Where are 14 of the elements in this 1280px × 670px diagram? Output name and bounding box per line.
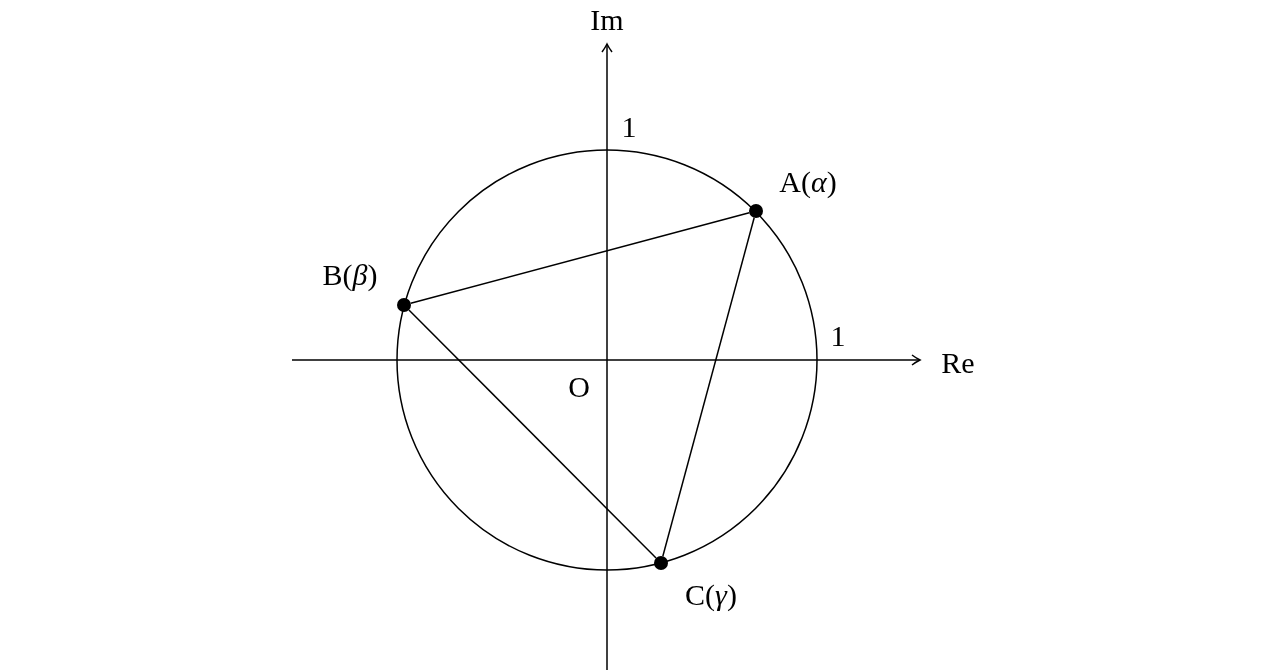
point-dot (397, 298, 411, 312)
axis-label: Re (941, 348, 975, 378)
triangle-side (408, 309, 657, 559)
tick-label: 1 (830, 321, 846, 351)
point-label: B(β) (322, 260, 378, 290)
origin-label: O (568, 372, 590, 402)
point-label: A(α) (779, 167, 837, 197)
triangle-side (662, 217, 755, 557)
point-label: C(γ) (685, 580, 737, 610)
axis-label: Im (590, 5, 624, 35)
tick-label: 1 (621, 112, 637, 142)
triangle-side (410, 212, 750, 304)
point-dot (749, 204, 763, 218)
point-dot (654, 556, 668, 570)
